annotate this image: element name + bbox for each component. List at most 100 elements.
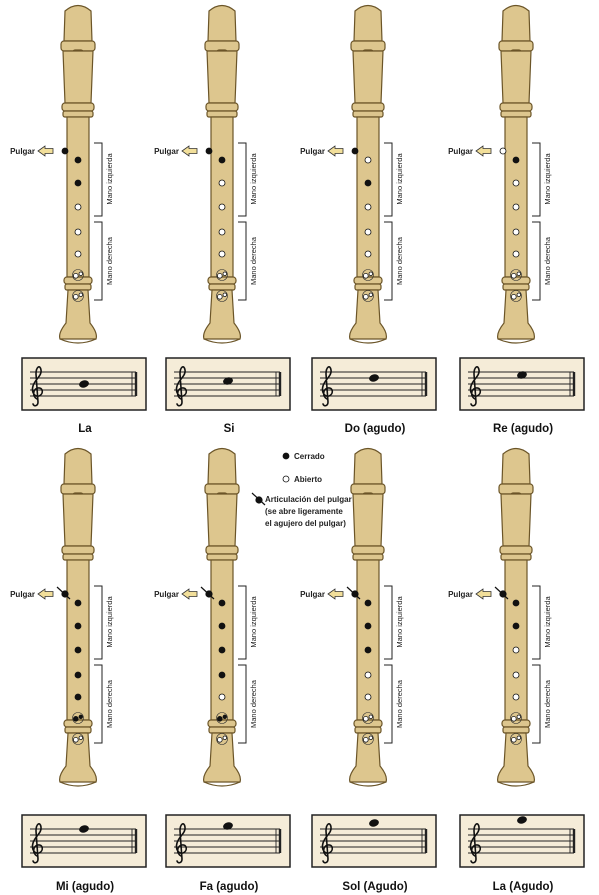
recorder-head-lower (352, 50, 384, 104)
recorder-bell-rim (349, 781, 387, 787)
hole-open (499, 147, 507, 155)
double-hole-small (516, 271, 521, 276)
recorder-bell-rim (59, 338, 97, 344)
treble-clef-icon (31, 822, 44, 864)
right-hand-label: Mano derecha (249, 679, 258, 728)
double-hole-large (510, 293, 517, 300)
double-hole-ring (216, 712, 228, 724)
left-hand-bracket (532, 585, 541, 660)
note-name-label: La (Agudo) (493, 881, 554, 893)
recorder-bell-rim (349, 338, 387, 344)
thumb-arrow-icon (37, 588, 54, 600)
recorder-head-top (353, 447, 383, 485)
double-hole-ring (216, 290, 228, 302)
hole-open (512, 646, 520, 654)
recorder-bell-rim (59, 781, 97, 787)
hole-open (218, 179, 226, 187)
right-hand-bracket (94, 664, 103, 744)
double-hole-small (368, 714, 373, 719)
recorder-head-top (63, 447, 93, 485)
hole-closed (364, 622, 372, 630)
double-hole-small (368, 735, 373, 740)
hole-open (218, 228, 226, 236)
left-hand-label: Mano izquierda (105, 153, 114, 205)
hole-closed (512, 156, 520, 164)
hole-closed (364, 179, 372, 187)
recorder-bell-rim (497, 338, 535, 344)
left-hand-label: Mano izquierda (543, 153, 552, 205)
double-hole-ring (72, 712, 84, 724)
hole-closed (74, 646, 82, 654)
recorder-head-lower (206, 50, 238, 104)
legend-closed-hole-icon (282, 452, 290, 460)
left-hand-label: Mano izquierda (105, 596, 114, 648)
hole-closed (512, 622, 520, 630)
thumb-label: Pulgar (154, 147, 179, 156)
left-hand-bracket (532, 142, 541, 217)
double-hole-large (217, 736, 223, 743)
treble-clef-icon (469, 822, 482, 864)
double-hole-small (222, 714, 227, 719)
hole-open (364, 671, 372, 679)
hole-open (512, 250, 520, 258)
right-hand-bracket (384, 221, 393, 301)
thumb-half-slash (56, 586, 71, 600)
right-hand-label: Mano derecha (543, 679, 552, 728)
double-hole-small (368, 292, 373, 297)
recorder-foot-ring-lower (208, 726, 236, 734)
recorder-joint-ring (351, 102, 385, 112)
recorder-foot-ring-lower (64, 283, 92, 291)
hole-open (512, 671, 520, 679)
recorder-body (349, 4, 387, 344)
treble-clef-icon (321, 365, 334, 407)
double-hole-large (510, 272, 517, 279)
hole-closed (205, 147, 213, 155)
recorder-body (497, 4, 535, 344)
left-hand-bracket (238, 142, 247, 217)
hole-closed (74, 693, 82, 701)
double-hole-small (222, 735, 227, 740)
recorder-head-top (353, 4, 383, 42)
thumb-arrow-icon (475, 145, 492, 157)
treble-clef-icon (469, 365, 482, 407)
recorder-head-top (501, 4, 531, 42)
double-hole-ring (362, 290, 374, 302)
thumb-label: Pulgar (448, 590, 473, 599)
hole-closed (512, 599, 520, 607)
recorder-foot-ring-lower (502, 283, 530, 291)
thumb-label: Pulgar (154, 590, 179, 599)
left-hand-bracket (94, 585, 103, 660)
thumb-arrow-icon (327, 588, 344, 600)
note-name-label: La (78, 423, 92, 435)
hole-closed (61, 147, 69, 155)
recorder-joint-ring-lower (206, 110, 238, 118)
double-hole-ring (216, 269, 228, 281)
right-hand-label: Mano derecha (105, 679, 114, 728)
hole-open (218, 250, 226, 258)
note-name-label: Si (224, 423, 235, 435)
hole-closed (218, 671, 226, 679)
right-hand-label: Mano derecha (395, 679, 404, 728)
recorder-head-lower (500, 50, 532, 104)
double-hole-ring (362, 269, 374, 281)
legend-open-label: Abierto (294, 475, 322, 484)
right-hand-bracket (384, 664, 393, 744)
hole-closed (364, 646, 372, 654)
double-hole-small (368, 271, 373, 276)
recorder-joint-ring (205, 102, 239, 112)
double-hole-small (516, 292, 521, 297)
recorder-foot-ring-lower (208, 283, 236, 291)
double-hole-ring (510, 712, 522, 724)
hole-closed (364, 599, 372, 607)
double-hole-ring (362, 712, 374, 724)
double-hole-small (78, 292, 83, 297)
left-hand-label: Mano izquierda (395, 596, 404, 648)
legend-closed-label: Cerrado (294, 452, 325, 461)
hole-open (364, 250, 372, 258)
right-hand-bracket (238, 221, 247, 301)
double-hole-large (362, 293, 369, 300)
